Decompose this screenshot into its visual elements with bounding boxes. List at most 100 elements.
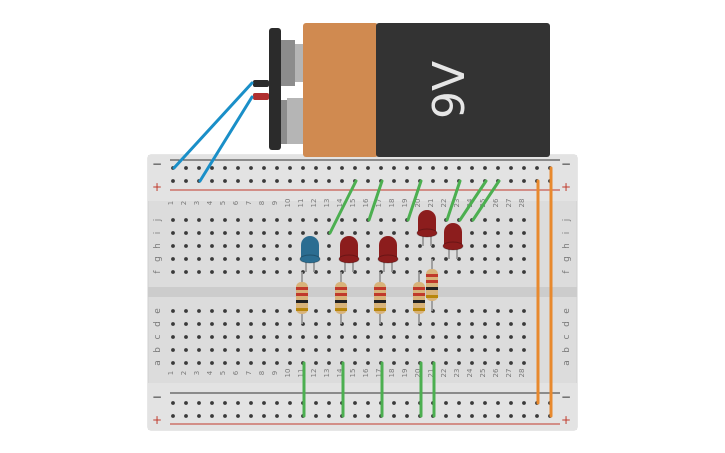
- breadboard-hole[interactable]: [275, 244, 279, 248]
- breadboard-hole[interactable]: [522, 335, 526, 339]
- rail-hole[interactable]: [236, 166, 240, 170]
- breadboard-hole[interactable]: [327, 309, 331, 313]
- breadboard-hole[interactable]: [275, 231, 279, 235]
- rail-hole[interactable]: [431, 166, 435, 170]
- rail-hole[interactable]: [496, 414, 500, 418]
- breadboard-hole[interactable]: [249, 231, 253, 235]
- breadboard-hole[interactable]: [444, 270, 448, 274]
- breadboard-hole[interactable]: [301, 218, 305, 222]
- jumper-wire[interactable]: [471, 179, 501, 222]
- rail-hole[interactable]: [275, 179, 279, 183]
- rail-hole[interactable]: [340, 179, 344, 183]
- led-4[interactable]: [416, 210, 438, 246]
- rail-hole[interactable]: [314, 401, 318, 405]
- breadboard-hole[interactable]: [509, 322, 513, 326]
- breadboard-hole[interactable]: [496, 309, 500, 313]
- breadboard-hole[interactable]: [236, 348, 240, 352]
- breadboard-hole[interactable]: [444, 348, 448, 352]
- rail-hole[interactable]: [314, 166, 318, 170]
- breadboard-hole[interactable]: [470, 257, 474, 261]
- breadboard-hole[interactable]: [262, 348, 266, 352]
- breadboard-hole[interactable]: [236, 322, 240, 326]
- breadboard-hole[interactable]: [197, 257, 201, 261]
- breadboard-hole[interactable]: [496, 335, 500, 339]
- breadboard-hole[interactable]: [262, 270, 266, 274]
- rail-hole[interactable]: [470, 414, 474, 418]
- breadboard-hole[interactable]: [275, 257, 279, 261]
- jumper-wire[interactable]: [328, 179, 358, 235]
- breadboard-hole[interactable]: [470, 270, 474, 274]
- breadboard-hole[interactable]: [301, 335, 305, 339]
- rail-hole[interactable]: [210, 401, 214, 405]
- rail-hole[interactable]: [223, 166, 227, 170]
- breadboard-hole[interactable]: [379, 335, 383, 339]
- breadboard-hole[interactable]: [197, 309, 201, 313]
- breadboard-hole[interactable]: [171, 322, 175, 326]
- jumper-wire[interactable]: [458, 179, 488, 222]
- breadboard-hole[interactable]: [522, 348, 526, 352]
- rail-hole[interactable]: [509, 414, 513, 418]
- breadboard-hole[interactable]: [184, 244, 188, 248]
- breadboard-hole[interactable]: [327, 322, 331, 326]
- breadboard-hole[interactable]: [418, 257, 422, 261]
- rail-hole[interactable]: [275, 414, 279, 418]
- jumper-wire[interactable]: [406, 179, 423, 222]
- breadboard-hole[interactable]: [171, 309, 175, 313]
- breadboard-hole[interactable]: [327, 348, 331, 352]
- breadboard-hole[interactable]: [353, 348, 357, 352]
- rail-hole[interactable]: [509, 401, 513, 405]
- rail-hole[interactable]: [470, 401, 474, 405]
- breadboard-hole[interactable]: [223, 231, 227, 235]
- breadboard-hole[interactable]: [470, 231, 474, 235]
- rail-hole[interactable]: [197, 166, 201, 170]
- rail-hole[interactable]: [522, 414, 526, 418]
- rail-hole[interactable]: [392, 414, 396, 418]
- resistor-5[interactable]: [426, 259, 438, 311]
- breadboard-hole[interactable]: [171, 361, 175, 365]
- breadboard-hole[interactable]: [457, 322, 461, 326]
- breadboard-hole[interactable]: [496, 231, 500, 235]
- breadboard-hole[interactable]: [288, 322, 292, 326]
- breadboard-hole[interactable]: [262, 218, 266, 222]
- breadboard-hole[interactable]: [431, 244, 435, 248]
- breadboard-hole[interactable]: [210, 244, 214, 248]
- rail-hole[interactable]: [353, 166, 357, 170]
- breadboard-hole[interactable]: [184, 309, 188, 313]
- breadboard-hole[interactable]: [314, 309, 318, 313]
- rail-hole[interactable]: [262, 401, 266, 405]
- breadboard-hole[interactable]: [275, 270, 279, 274]
- breadboard-hole[interactable]: [249, 218, 253, 222]
- rail-hole[interactable]: [223, 414, 227, 418]
- rail-hole[interactable]: [197, 401, 201, 405]
- breadboard-hole[interactable]: [470, 348, 474, 352]
- breadboard-hole[interactable]: [522, 244, 526, 248]
- breadboard-hole[interactable]: [496, 322, 500, 326]
- breadboard-hole[interactable]: [431, 348, 435, 352]
- rail-hole[interactable]: [223, 401, 227, 405]
- breadboard-hole[interactable]: [236, 361, 240, 365]
- rail-hole[interactable]: [171, 179, 175, 183]
- breadboard-hole[interactable]: [405, 270, 409, 274]
- breadboard-hole[interactable]: [522, 218, 526, 222]
- breadboard-hole[interactable]: [184, 218, 188, 222]
- breadboard-hole[interactable]: [210, 218, 214, 222]
- breadboard-hole[interactable]: [171, 218, 175, 222]
- rail-hole[interactable]: [184, 179, 188, 183]
- breadboard-hole[interactable]: [184, 257, 188, 261]
- breadboard-hole[interactable]: [483, 348, 487, 352]
- breadboard-hole[interactable]: [496, 218, 500, 222]
- breadboard-hole[interactable]: [197, 244, 201, 248]
- rail-hole[interactable]: [405, 166, 409, 170]
- breadboard-hole[interactable]: [405, 257, 409, 261]
- jumper-wire[interactable]: [367, 179, 384, 222]
- rail-hole[interactable]: [236, 179, 240, 183]
- rail-hole[interactable]: [457, 401, 461, 405]
- rail-hole[interactable]: [535, 166, 539, 170]
- rail-hole[interactable]: [392, 179, 396, 183]
- breadboard-hole[interactable]: [509, 335, 513, 339]
- breadboard-hole[interactable]: [366, 361, 370, 365]
- breadboard-hole[interactable]: [353, 309, 357, 313]
- breadboard-hole[interactable]: [379, 348, 383, 352]
- rail-hole[interactable]: [444, 414, 448, 418]
- rail-hole[interactable]: [327, 166, 331, 170]
